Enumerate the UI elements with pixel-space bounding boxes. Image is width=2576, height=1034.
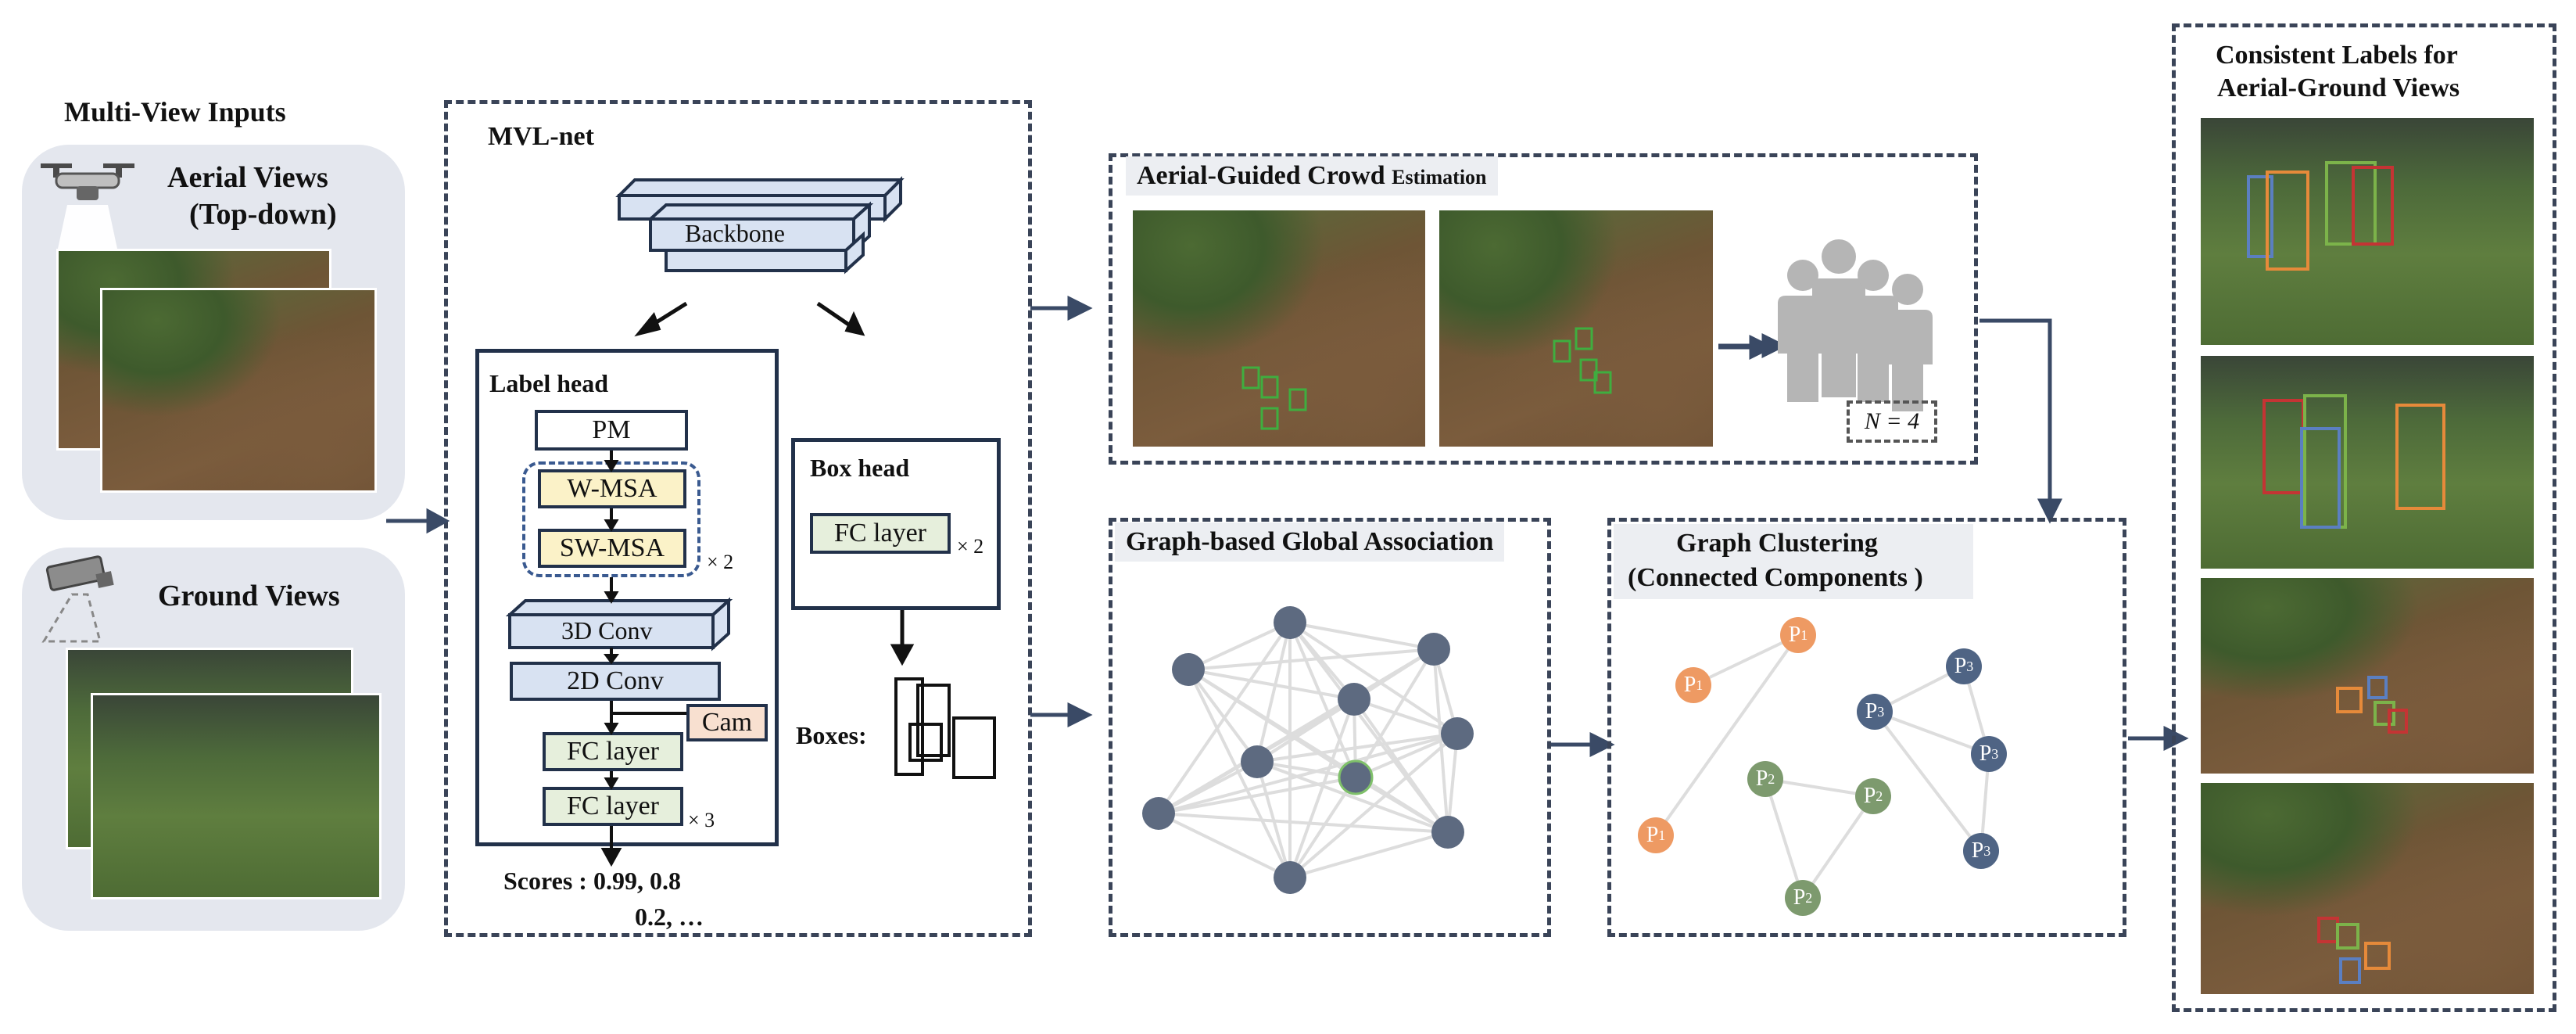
inputs-title: Multi-View Inputs [64, 96, 286, 127]
cluster-node-label: P [1865, 699, 1878, 723]
cluster-node-subscript: 3 [1966, 658, 1974, 674]
cluster-node-label: P [1979, 741, 1992, 766]
cluster-node-subscript: 3 [1877, 703, 1885, 720]
graph-association-title: Graph-based Global Association [1115, 522, 1505, 562]
box-fc-repeat: × 2 [957, 535, 984, 558]
ground-image-front [91, 693, 382, 899]
cluster-node-subscript: 2 [1805, 889, 1813, 906]
cluster-node-label: P [1971, 838, 1984, 863]
crowd-estimation-title: Aerial-Guided Crowd Estimation [1126, 156, 1498, 196]
output-ground-image-1 [2198, 116, 2536, 347]
fc-layer-2: FC layer [543, 787, 683, 826]
crowd-title-main: Aerial-Guided Crowd [1137, 161, 1392, 190]
crowd-title-small: Estimation [1392, 166, 1487, 188]
aerial-views-label: Aerial Views [167, 161, 328, 194]
graph-clustering-title: Graph Clustering [1676, 529, 1878, 558]
crowd-estimation-panel [1109, 153, 1978, 465]
cluster-node-subscript: 1 [1800, 627, 1808, 643]
consistent-labels-panel [2172, 23, 2556, 1012]
cluster-node-label: P [1683, 673, 1696, 697]
aerial-views-sublabel: (Top-down) [189, 198, 337, 231]
aerial-crowd-image-1 [1130, 208, 1428, 449]
ground-views-label: Ground Views [158, 580, 340, 612]
graph-clustering-subtitle: (Connected Components ) [1628, 563, 1923, 592]
scores-line1: Scores : 0.99, 0.8 [503, 867, 681, 895]
crowd-count: N = 4 [1864, 408, 1920, 434]
cluster-node-subscript: 1 [1696, 677, 1704, 693]
output-title-line1: Consistent Labels for [2216, 41, 2458, 70]
mvl-net-title: MVL-net [488, 122, 594, 151]
conv3d-label: 3D Conv [561, 616, 653, 644]
graph-clustering-panel [1607, 518, 2126, 937]
cluster-node-label: P [1646, 823, 1659, 847]
boxes-label: Boxes: [796, 721, 867, 749]
cluster-node-label: P [1788, 623, 1801, 647]
cluster-node-subscript: 2 [1768, 770, 1775, 787]
graph-clustering-title-bg [1614, 524, 1973, 599]
backbone-label: Backbone [685, 219, 785, 247]
mvl-net-panel [444, 100, 1032, 937]
box-fc-layer: FC layer [810, 513, 951, 554]
cam-block: Cam [686, 704, 768, 741]
cluster-node-subscript: 3 [1991, 745, 1999, 762]
w-msa-block: W-MSA [538, 469, 686, 508]
cluster-node-subscript: 3 [1983, 842, 1991, 859]
cluster-node-label: P [1755, 767, 1768, 791]
aerial-image-front [100, 288, 377, 493]
cluster-node-label: P [1793, 885, 1806, 910]
scores-line2: 0.2, … [635, 903, 704, 931]
cluster-node-subscript: 2 [1876, 788, 1883, 804]
transformer-repeat: × 2 [707, 551, 734, 573]
conv2d-block: 2D Conv [510, 662, 721, 701]
cluster-node-label: P [1863, 784, 1876, 808]
box-head-title: Box head [810, 454, 910, 482]
output-ground-image-2 [2198, 354, 2536, 571]
pm-block: PM [535, 410, 688, 451]
crowd-count-badge: N = 4 [1847, 400, 1937, 443]
cluster-node-label: P [1954, 654, 1967, 678]
output-title-line2: Aerial-Ground Views [2217, 74, 2460, 102]
fc-layer-1: FC layer [543, 732, 683, 771]
fc-repeat: × 3 [688, 809, 715, 831]
graph-association-panel [1109, 518, 1551, 937]
cluster-node-subscript: 1 [1658, 827, 1666, 843]
label-head-title: Label head [489, 369, 609, 397]
